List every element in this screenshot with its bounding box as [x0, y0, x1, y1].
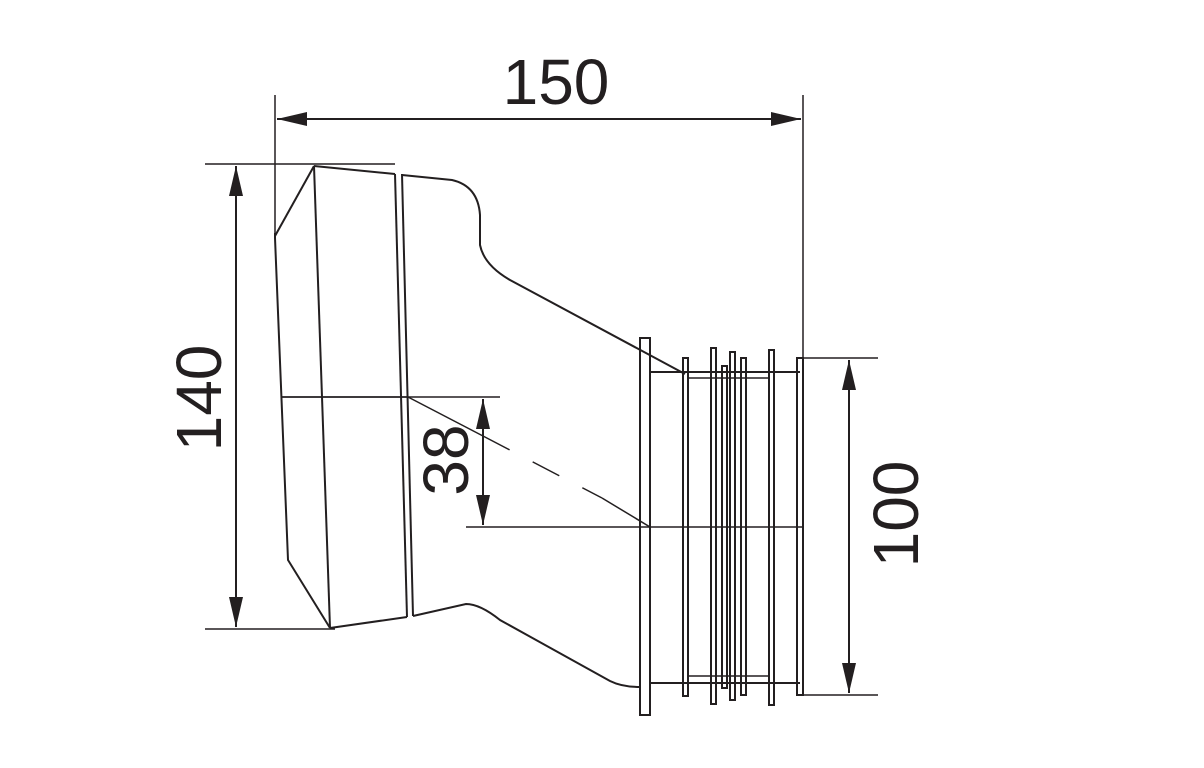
outlet-spigot	[639, 337, 804, 716]
inlet-collar-line-1	[394, 173, 408, 618]
rib-3	[721, 365, 728, 689]
transition-bottom-outline	[412, 602, 641, 688]
offset-axis-solid-upper	[407, 396, 484, 437]
rib-1	[682, 357, 689, 697]
height-label: 140	[163, 345, 235, 452]
outlet-label: 100	[860, 461, 932, 568]
outlet-end-lip	[796, 357, 804, 696]
length-dimension: 150	[274, 46, 804, 358]
inlet-collar-line-2	[401, 173, 414, 617]
offset-body	[401, 174, 686, 688]
length-label: 150	[503, 46, 610, 118]
inlet-socket	[274, 165, 414, 629]
offset-axis-dashed	[482, 435, 603, 499]
rib-6	[768, 349, 775, 706]
outlet-flange	[639, 337, 651, 716]
rib-2	[710, 347, 717, 705]
height-dimension: 140	[163, 163, 395, 630]
inlet-body-top	[313, 165, 396, 175]
rib-4	[729, 351, 736, 701]
inlet-face-outline	[274, 233, 331, 629]
outlet-dimension: 100	[800, 357, 932, 696]
inlet-body-bottom	[329, 616, 408, 629]
transition-top-outline	[401, 174, 686, 375]
offset-label: 38	[410, 424, 482, 495]
inlet-face-top-bevel	[274, 165, 315, 237]
rib-5	[740, 357, 747, 696]
offset-dimension: 38	[282, 396, 803, 528]
offset-axis-solid-lower	[601, 497, 651, 528]
